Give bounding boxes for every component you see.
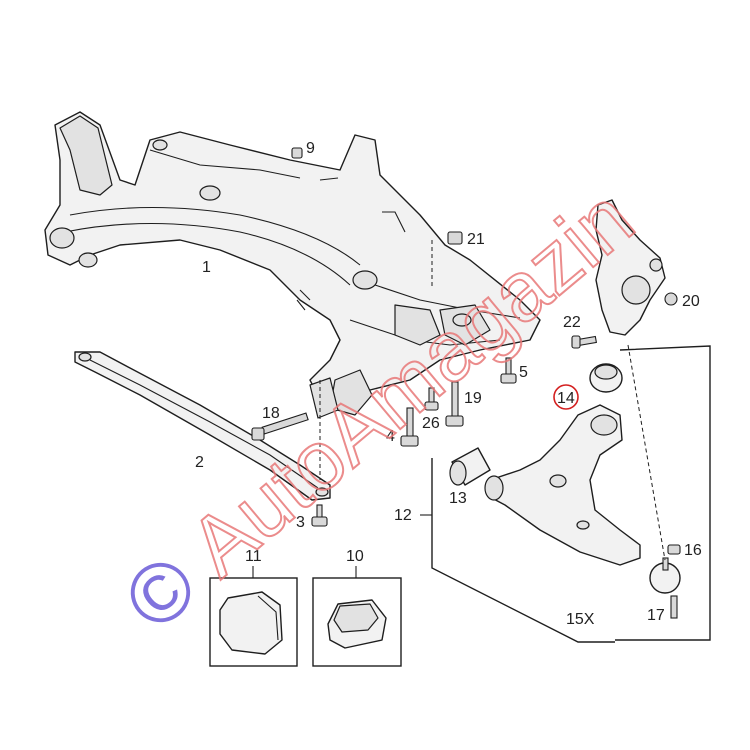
nut-21	[447, 231, 463, 245]
callout-15x: 15X	[566, 611, 595, 628]
callout-17: 17	[647, 607, 665, 624]
bolt-18	[251, 412, 309, 441]
callout-4: 4	[386, 428, 395, 445]
callout-19: 19	[464, 390, 482, 407]
callout-12: 12	[394, 507, 412, 524]
callout-14: 14	[557, 390, 575, 407]
bolt-5	[500, 357, 517, 384]
callout-26: 26	[422, 415, 440, 432]
bolt-19	[445, 381, 464, 427]
front-subframe	[44, 111, 541, 419]
bolt-26	[424, 387, 439, 411]
dashed-leader	[627, 344, 666, 561]
bolt-22	[571, 335, 598, 349]
bushing-13	[449, 447, 491, 486]
highlight-ring	[553, 384, 579, 410]
bolt-3	[311, 504, 328, 527]
detail-box-10	[312, 566, 402, 667]
callout-11: 11	[245, 548, 262, 565]
bushing-14	[589, 363, 623, 393]
callout-20: 20	[682, 293, 700, 310]
front-brace	[74, 351, 331, 501]
callouts: 1 2 3 4 5 9 10 11 12 13 14 15X 16 17 18 …	[195, 140, 702, 628]
control-arm-group-box	[420, 345, 711, 643]
steering-knuckle	[595, 199, 666, 336]
callout-22: 22	[563, 314, 581, 331]
callout-13: 13	[449, 490, 467, 507]
callout-10: 10	[346, 548, 364, 565]
callout-5: 5	[519, 364, 528, 381]
ball-joint	[649, 544, 681, 619]
callout-3: 3	[296, 514, 305, 531]
callout-16: 16	[684, 542, 702, 559]
callout-21: 21	[467, 231, 485, 248]
callout-2: 2	[195, 454, 204, 471]
detail-box-11	[209, 566, 298, 667]
callout-1: 1	[202, 259, 211, 276]
callout-9: 9	[306, 140, 315, 157]
bolt-4	[400, 407, 419, 447]
nut-20	[664, 292, 678, 306]
lower-control-arm	[484, 404, 641, 566]
callout-18: 18	[262, 405, 280, 422]
nut-9	[291, 147, 303, 159]
